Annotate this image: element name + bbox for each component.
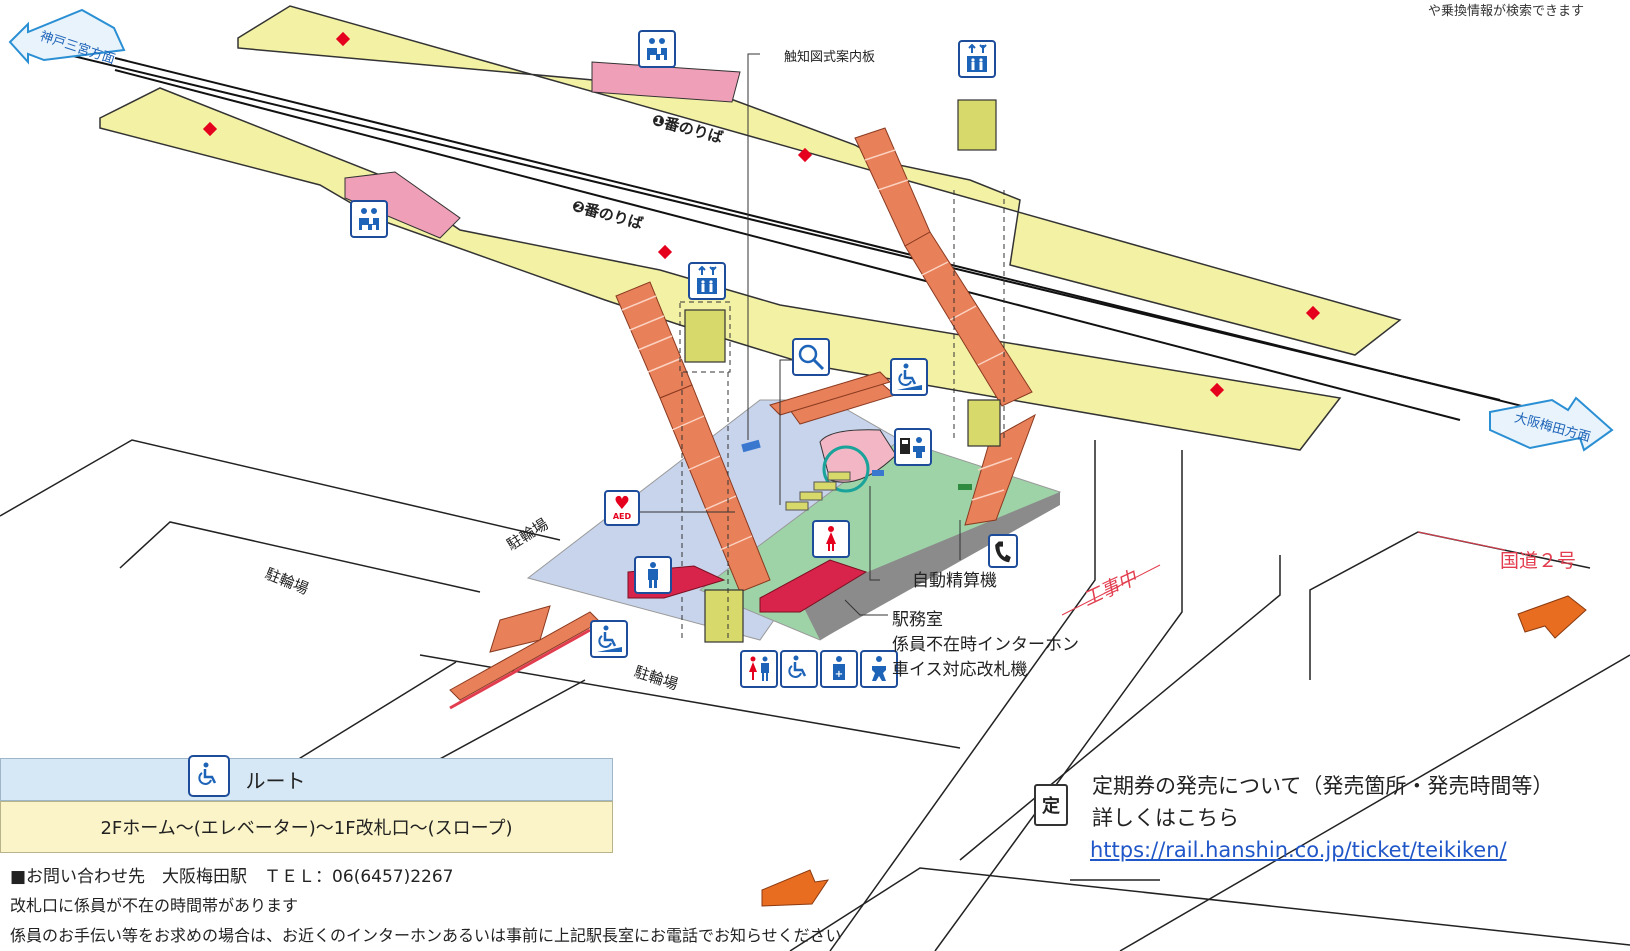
station-office-label: 駅務室: [892, 610, 943, 630]
commuter-pass-icon: 定: [1034, 784, 1068, 826]
station-office-icon: [894, 428, 932, 466]
svg-text:+: +: [835, 669, 843, 680]
waiting-room-icon-2: [350, 200, 388, 238]
elevator-icon-2: [688, 262, 726, 300]
direction-arrow-kobe: [8, 8, 126, 65]
aed-heart-icon: ♥: [613, 493, 631, 514]
top-note: や乗換情報が検索できます: [1427, 4, 1584, 19]
waiting-area-2: [344, 171, 461, 239]
concourse-steps: [785, 471, 851, 511]
elevator-shafts: [679, 190, 1005, 640]
platform-markers: [202, 31, 1321, 398]
aed-icon: ♥ AED: [604, 490, 640, 526]
tactile-board-marker: [822, 445, 870, 493]
bike-parking-label-c: 駐輪場: [632, 663, 680, 694]
stair-hatching: [621, 149, 1013, 551]
wheelchair-gate-label: 車イス対応改札機: [892, 660, 1028, 680]
toilet-facility-strip: +: [740, 650, 898, 688]
gate-point: [872, 470, 884, 476]
wheelchair-slope-icon: [890, 358, 928, 396]
road-arrow-right: [1517, 595, 1587, 639]
aed-label: AED: [612, 512, 632, 521]
under-shadow: [800, 492, 1060, 640]
commuter-pass-details: 詳しくはこちら: [1092, 806, 1239, 830]
waiting-room-icon: [638, 30, 676, 68]
elevator-icon: [958, 40, 996, 78]
commuter-pass-title: 定期券の発売について（発売箇所・発売時間等）: [1092, 774, 1554, 798]
ostomate-icon: +: [820, 650, 858, 688]
construction-line: [1061, 564, 1161, 616]
route-panel-title: ルート: [245, 769, 306, 793]
commuter-pass-link[interactable]: https://rail.hanshin.co.jp/ticket/teikik…: [1090, 838, 1507, 862]
staff-absent-note: 改札口に係員が不在の時間帯があります: [10, 896, 299, 915]
phone-point: [958, 484, 972, 490]
route2-label: 国道２号: [1500, 550, 1577, 572]
intercom-label: 係員不在時インターホン: [892, 635, 1079, 655]
baby-care-icon: [860, 650, 898, 688]
direction-arrow-umeda: [1489, 396, 1614, 452]
route-panel-header: ルート: [0, 754, 613, 801]
elevators: [684, 99, 1001, 643]
accessible-toilet-icon: [780, 650, 818, 688]
route-panel-body: 2Fホーム～(エレベーター)～1F改札口～(スロープ): [0, 801, 613, 853]
all-gender-toilet-icon: [740, 650, 778, 688]
womens-toilet-icon: [812, 520, 850, 558]
tactile-board-icon: [792, 338, 830, 376]
tactile-board-point: [741, 439, 761, 453]
wheelchair-icon: [187, 754, 230, 797]
fare-adjustment-label: 自動精算機: [912, 571, 997, 591]
bike-parking-label-a: 駐輪場: [504, 515, 552, 554]
contact-info: ■お問い合わせ先 大阪梅田駅 ＴＥＬ：06(6457)2267: [10, 867, 454, 887]
slope-route-line: [449, 628, 591, 710]
waiting-area-1: [591, 61, 741, 103]
rail-tracks: [39, 47, 1531, 421]
platform-2-label: ❷番のりば: [570, 197, 645, 233]
tactile-board-label: 触知図式案内板: [784, 50, 876, 65]
assistance-note: 係員のお手伝い等をお求めの場合は、お近くのインターホンあるいは事前に上記駅長室に…: [10, 926, 842, 945]
construction-label: 工事中: [1080, 566, 1143, 611]
road-arrow-left: [761, 869, 830, 907]
wheelchair-slope-icon-2: [590, 620, 628, 658]
route2-leader: [1417, 531, 1506, 551]
bike-parking-label-b: 駐輪場: [263, 565, 311, 599]
mens-toilet-icon: [634, 556, 672, 594]
phone-icon: [988, 534, 1018, 568]
